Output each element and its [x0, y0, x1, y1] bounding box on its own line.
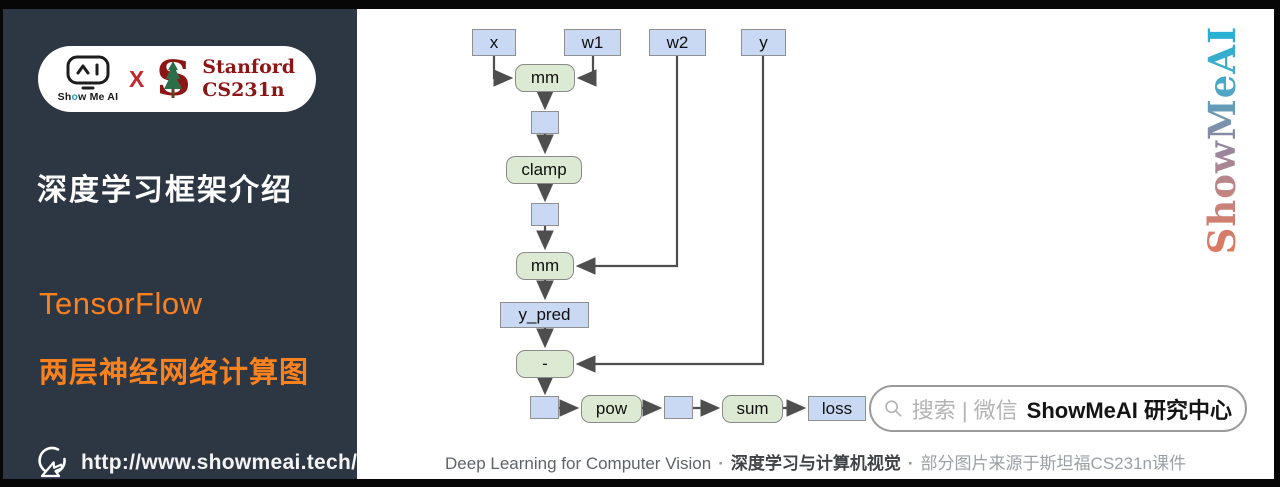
stanford-line1: Stanford	[202, 56, 296, 78]
slide-series-title: 深度学习框架介绍	[37, 174, 293, 207]
stanford-logo: S	[156, 52, 191, 106]
node-pow: pow	[581, 395, 642, 423]
showmeai-logo: Show Me AI	[58, 55, 119, 103]
tensor-box-2	[531, 203, 559, 226]
node-mm-2: mm	[516, 252, 574, 280]
footer-course-en: Deep Learning for Computer Vision	[445, 454, 712, 473]
node-clamp: clamp	[506, 156, 582, 184]
website-url-row: http://www.showmeai.tech/	[33, 445, 357, 481]
wordmark-o: o	[71, 91, 79, 103]
sidebar: Show Me AI X S Stanford CS231n 深度学习框架介绍 …	[3, 9, 357, 479]
node-y: y	[741, 29, 786, 56]
stanford-tree-icon	[164, 61, 183, 98]
tensor-box-4	[664, 396, 693, 419]
wordmark-pre: Sh	[57, 91, 72, 103]
tensor-box-3	[530, 396, 559, 419]
search-placeholder: 搜索 | 微信	[911, 397, 1018, 423]
search-icon	[885, 400, 902, 417]
stanford-cs231n-label: Stanford CS231n	[202, 56, 295, 102]
wechat-search-badge: 搜索 | 微信 ShowMeAI 研究中心	[869, 385, 1247, 432]
footer-course-zh: 深度学习与计算机视觉	[730, 454, 901, 473]
node-x: x	[472, 29, 516, 56]
framework-name: TensorFlow	[39, 286, 203, 321]
node-sum: sum	[722, 395, 783, 423]
collab-x: X	[128, 65, 145, 92]
footer-credit: 部分图片来源于斯坦福CS231n课件	[920, 454, 1186, 473]
node-w2: w2	[649, 29, 706, 56]
footer-dot-2: ·	[907, 454, 914, 473]
website-url: http://www.showmeai.tech/	[81, 451, 358, 474]
stanford-line2: CS231n	[202, 79, 285, 101]
footer-dot-1: ·	[718, 454, 724, 473]
tensor-box-1	[531, 111, 559, 134]
robot-icon	[66, 55, 110, 90]
footer-caption: Deep Learning for Computer Vision · 深度学习与计…	[357, 449, 1274, 474]
wordmark-post: w Me AI	[78, 91, 119, 103]
search-brand-name: ShowMeAI 研究中心	[1026, 397, 1232, 423]
node-mm-1: mm	[515, 64, 575, 92]
node-minus: -	[516, 350, 574, 378]
showmeai-wordmark: Show Me AI	[58, 91, 119, 103]
showmeai-watermark: ShowMeAI	[1200, 20, 1244, 260]
brand-logo-pill: Show Me AI X S Stanford CS231n	[38, 46, 316, 112]
node-w1: w1	[564, 29, 621, 56]
node-loss: loss	[808, 396, 866, 421]
click-cursor-icon	[38, 446, 66, 478]
slide-topic-title: 两层神经网络计算图	[39, 357, 310, 389]
node-y-pred: y_pred	[500, 302, 589, 328]
